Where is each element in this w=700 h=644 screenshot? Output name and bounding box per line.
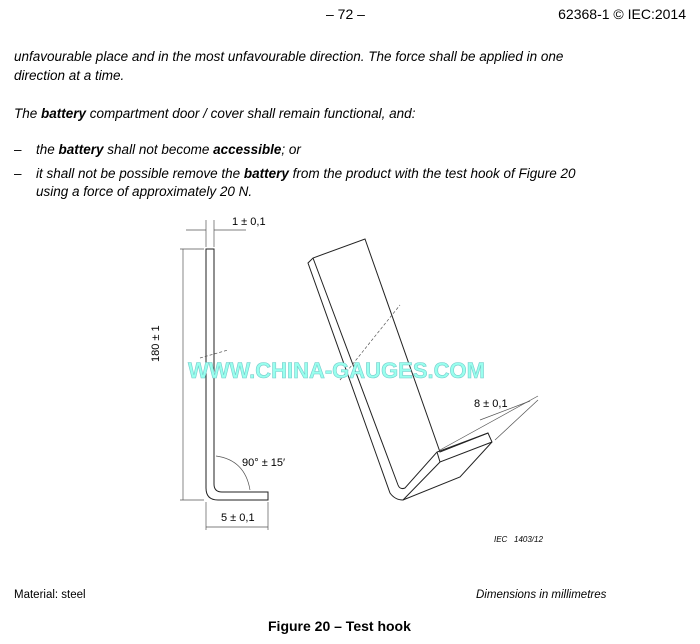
text: ; or <box>281 142 301 157</box>
term-battery: battery <box>41 106 87 121</box>
list-item-continuation: using a force of approximately 20 N. <box>36 184 253 199</box>
text: shall not become <box>103 142 214 157</box>
bullet-dash: – <box>14 166 22 181</box>
hook-side-view <box>205 248 269 501</box>
paragraph-line: unfavourable place and in the most unfav… <box>14 49 564 64</box>
figure-ref: IEC 1403/12 <box>494 535 543 544</box>
dim-length: 180 ± 1 <box>150 325 162 362</box>
term-battery: battery <box>243 166 289 181</box>
list-item: –it shall not be possible remove the bat… <box>14 164 576 184</box>
watermark: WWW.CHINA-GAUGES.COM <box>188 358 485 383</box>
standard-reference: 62368-1 © IEC:2014 <box>558 6 686 22</box>
dimension-lines <box>180 220 539 530</box>
text: it shall not be possible remove the <box>36 166 244 181</box>
text: the <box>36 142 59 157</box>
dim-foot: 5 ± 0,1 <box>221 512 255 524</box>
text: compartment door / cover shall remain fu… <box>86 106 416 121</box>
figure-caption: Figure 20 – Test hook <box>268 618 411 634</box>
term-battery: battery <box>58 142 104 157</box>
text: from the product with the test hook of F… <box>288 166 576 181</box>
text: The <box>14 106 42 121</box>
bullet-dash: – <box>14 142 22 157</box>
page-number: – 72 – <box>326 6 365 22</box>
paragraph-line: The battery compartment door / cover sha… <box>14 104 415 124</box>
dim-angle: 90° ± 15′ <box>242 457 286 469</box>
hook-perspective-view <box>307 238 493 501</box>
dim-thickness: 1 ± 0,1 <box>232 216 266 228</box>
dim-width: 8 ± 0,1 <box>474 398 508 410</box>
list-item: –the battery shall not become accessible… <box>14 140 301 160</box>
term-accessible: accessible <box>213 142 282 157</box>
paragraph-line: direction at a time. <box>14 68 125 83</box>
material-note: Material: steel <box>14 589 86 601</box>
units-note: Dimensions in millimetres <box>476 589 607 601</box>
